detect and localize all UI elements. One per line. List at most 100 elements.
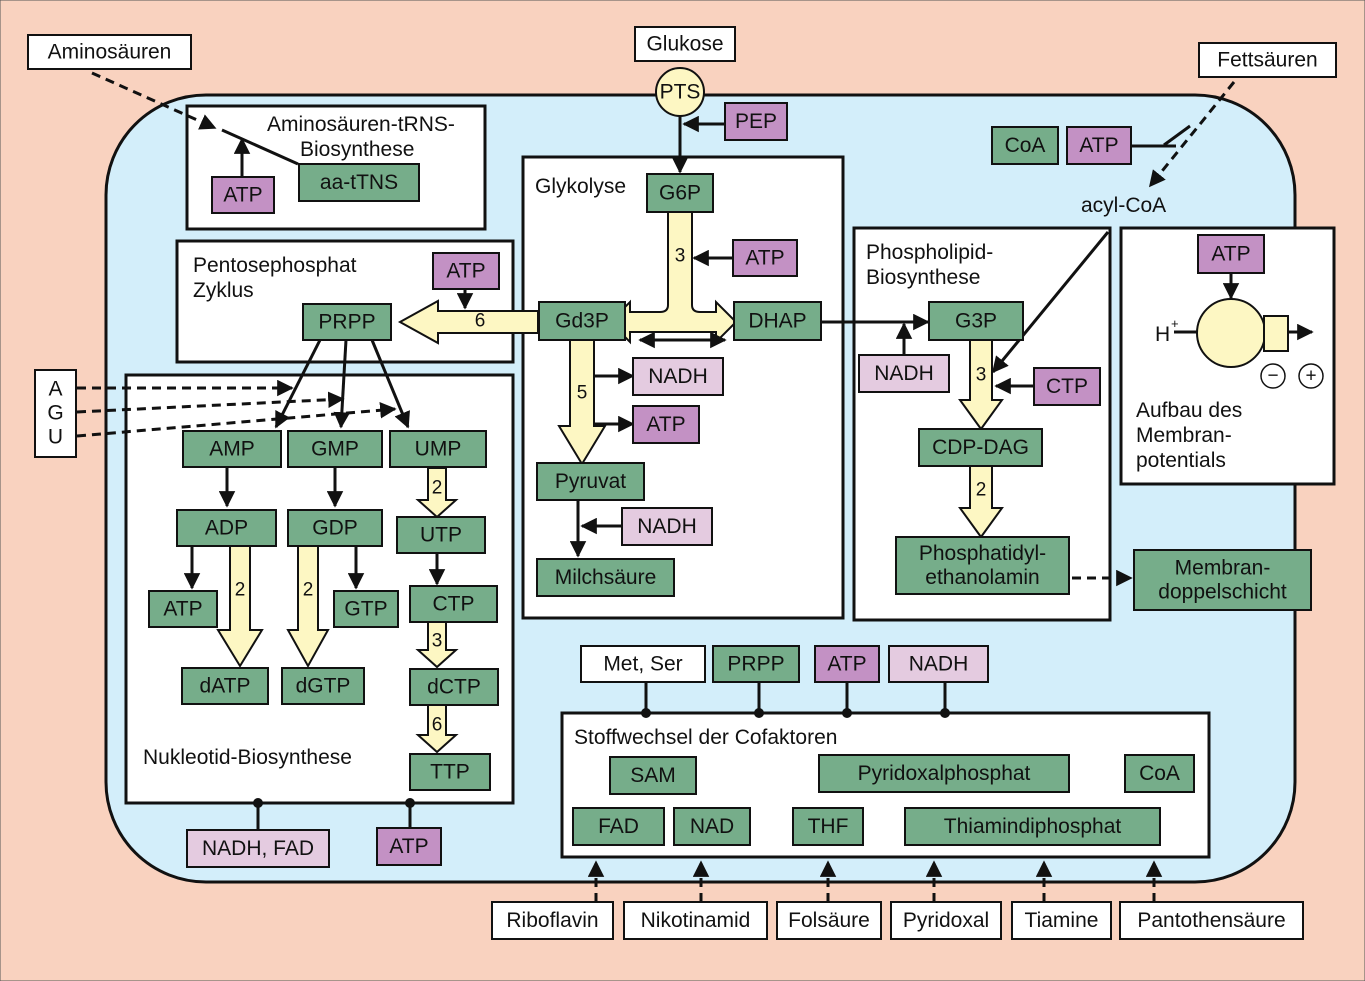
node-nodes-prpp: PRPP: [302, 303, 392, 341]
node-label: CTP: [433, 593, 475, 616]
tick-fatty-acid: [1163, 124, 1191, 147]
arrow-g3p-cdpdag: [958, 339, 1004, 431]
svg-text:+: +: [1305, 366, 1316, 387]
svg-text:Phospholipid-: Phospholipid-: [866, 241, 993, 264]
node-nodes-membran: Membran-doppelschicht: [1133, 549, 1312, 611]
node-nodes-ctp-nuc: CTP: [409, 585, 498, 623]
svg-text:H: H: [1155, 323, 1170, 346]
step-pe: 2: [976, 480, 987, 501]
node-label: NADH: [648, 365, 708, 388]
node-nodes-aa-trna: aa-tTNS: [298, 163, 420, 202]
node-nodes-ttp: TTP: [409, 753, 491, 791]
node-nodes-atp-cof: ATP: [814, 645, 880, 683]
node-nodes-atp-glyc: ATP: [732, 239, 798, 277]
node-label: GMP: [311, 438, 359, 461]
svg-text:potentials: potentials: [1136, 449, 1226, 472]
arrow-prpp-amp: [274, 339, 322, 429]
pts-transporter: PTS: [655, 67, 705, 117]
node-label: AMP: [209, 438, 255, 461]
node-nodes-cdpdag: CDP-DAG: [918, 428, 1043, 467]
dash-fettsaeuren: [1148, 81, 1236, 188]
step-ttp: 6: [432, 715, 443, 736]
plus-sign-icon: [1298, 363, 1324, 389]
arrow-gd3p-pyruvat: [557, 339, 607, 466]
node-nodes-dctp: dCTP: [409, 668, 499, 706]
node-nodes-nadh-glyc: NADH: [632, 357, 724, 396]
node-nodes-atp-glyc2: ATP: [632, 405, 700, 444]
node-label: Phosphatidyl-: [919, 542, 1046, 565]
arrow-prpp-gmp: [333, 339, 351, 429]
node-nodes-gmp: GMP: [287, 430, 383, 468]
node-label: ATP: [223, 184, 262, 207]
panel-trna: Aminosäuren-tRNS- Biosynthese: [185, 104, 487, 231]
node-label: Membran-: [1175, 557, 1271, 580]
node-nodes-thf: THF: [792, 807, 864, 846]
node-nodes-prpp-cof: PRPP: [712, 645, 800, 683]
arrow-acylcoa-g3p: [991, 231, 1110, 374]
node-nodes-pep: PEP: [724, 102, 788, 141]
node-inputs-aminosaeuren: Aminosäuren: [27, 34, 192, 70]
node-nodes-adp: ADP: [176, 509, 277, 547]
node-nodes-ump: UMP: [389, 430, 487, 468]
svg-text:Membran-: Membran-: [1136, 424, 1232, 447]
svg-text:Aminosäuren-tRNS-: Aminosäuren-tRNS-: [267, 113, 455, 136]
arrow-ctp-dctp: [415, 621, 459, 669]
agu-letter: G: [47, 402, 63, 425]
node-inputs-fettsaeuren: Fettsäuren: [1198, 42, 1337, 78]
node-nodes-atp-bottom: ATP: [376, 827, 442, 866]
node-nodes-g6p: G6P: [646, 173, 714, 213]
node-nodes-coa-top: CoA: [991, 126, 1059, 165]
step-glycolysis: 5: [577, 383, 588, 404]
node-nodes-utp: UTP: [396, 516, 486, 554]
node-label: Nikotinamid: [641, 909, 751, 932]
node-nodes-datp: dATP: [181, 667, 269, 705]
node-label: PEP: [735, 110, 777, 133]
node-nodes-gtp: GTP: [333, 590, 399, 628]
node-label: NADH: [637, 515, 697, 538]
agu-letter: U: [48, 426, 63, 449]
node-nodes-atp-pentose: ATP: [432, 252, 500, 290]
node-vitamins-5: Pantothensäure: [1119, 901, 1304, 940]
node-label: CDP-DAG: [932, 436, 1029, 459]
node-nodes-atp-top: ATP: [1066, 126, 1132, 165]
arrow-gd3p-prpp: [397, 299, 539, 345]
dash-aminosaeuren: [91, 71, 217, 130]
minus-sign-icon: [1260, 363, 1286, 389]
step-dctp: 3: [432, 631, 443, 652]
arrow-dctp-ttp: [415, 704, 459, 754]
node-label: Tiamine: [1025, 909, 1099, 932]
svg-text:Biosynthese: Biosynthese: [866, 266, 980, 289]
node-nodes-dhap: DHAP: [733, 301, 822, 341]
node-label: Pantothensäure: [1137, 909, 1285, 932]
node-nodes-atp-mp: ATP: [1197, 234, 1265, 274]
step-numbers: 3 6 5 2 2 2 3 6 3 2: [235, 246, 987, 736]
step-dgtp: 2: [303, 580, 314, 601]
node-nodes-nadh-cof: NADH: [888, 645, 989, 683]
svg-text:Aufbau des: Aufbau des: [1136, 399, 1242, 422]
svg-text:Biosynthese: Biosynthese: [300, 138, 414, 161]
node-vitamins-0: Riboflavin: [491, 901, 614, 940]
node-nodes-ctp-pl: CTP: [1033, 367, 1101, 406]
node-label: FAD: [598, 815, 639, 838]
svg-text:Zyklus: Zyklus: [193, 279, 254, 302]
node-label: ATP: [1211, 243, 1250, 266]
flux-arrows: [216, 211, 1004, 754]
svg-text:−: −: [1267, 366, 1278, 387]
node-vitamins-3: Pyridoxal: [890, 901, 1002, 940]
line-aa-trna: [221, 128, 299, 166]
arrow-gdp-dgtp: [286, 545, 330, 669]
node-label: CTP: [1046, 375, 1088, 398]
node-nodes-pyruvat: Pyruvat: [536, 462, 645, 501]
arrow-cdpdag-pe: [958, 465, 1004, 539]
node-label: Gd3P: [555, 310, 609, 333]
node-nodes-pe: Phosphatidyl-ethanolamin: [895, 536, 1070, 595]
agu-letter: A: [48, 378, 62, 401]
svg-text:Pentosephosphat: Pentosephosphat: [193, 254, 357, 277]
svg-text:+: +: [1171, 316, 1179, 331]
svg-text:PTS: PTS: [660, 81, 701, 104]
node-label: Folsäure: [788, 909, 870, 932]
node-label: ATP: [389, 835, 428, 858]
node-label: Milchsäure: [555, 566, 657, 589]
svg-text:Nukleotid-Biosynthese: Nukleotid-Biosynthese: [143, 746, 352, 769]
